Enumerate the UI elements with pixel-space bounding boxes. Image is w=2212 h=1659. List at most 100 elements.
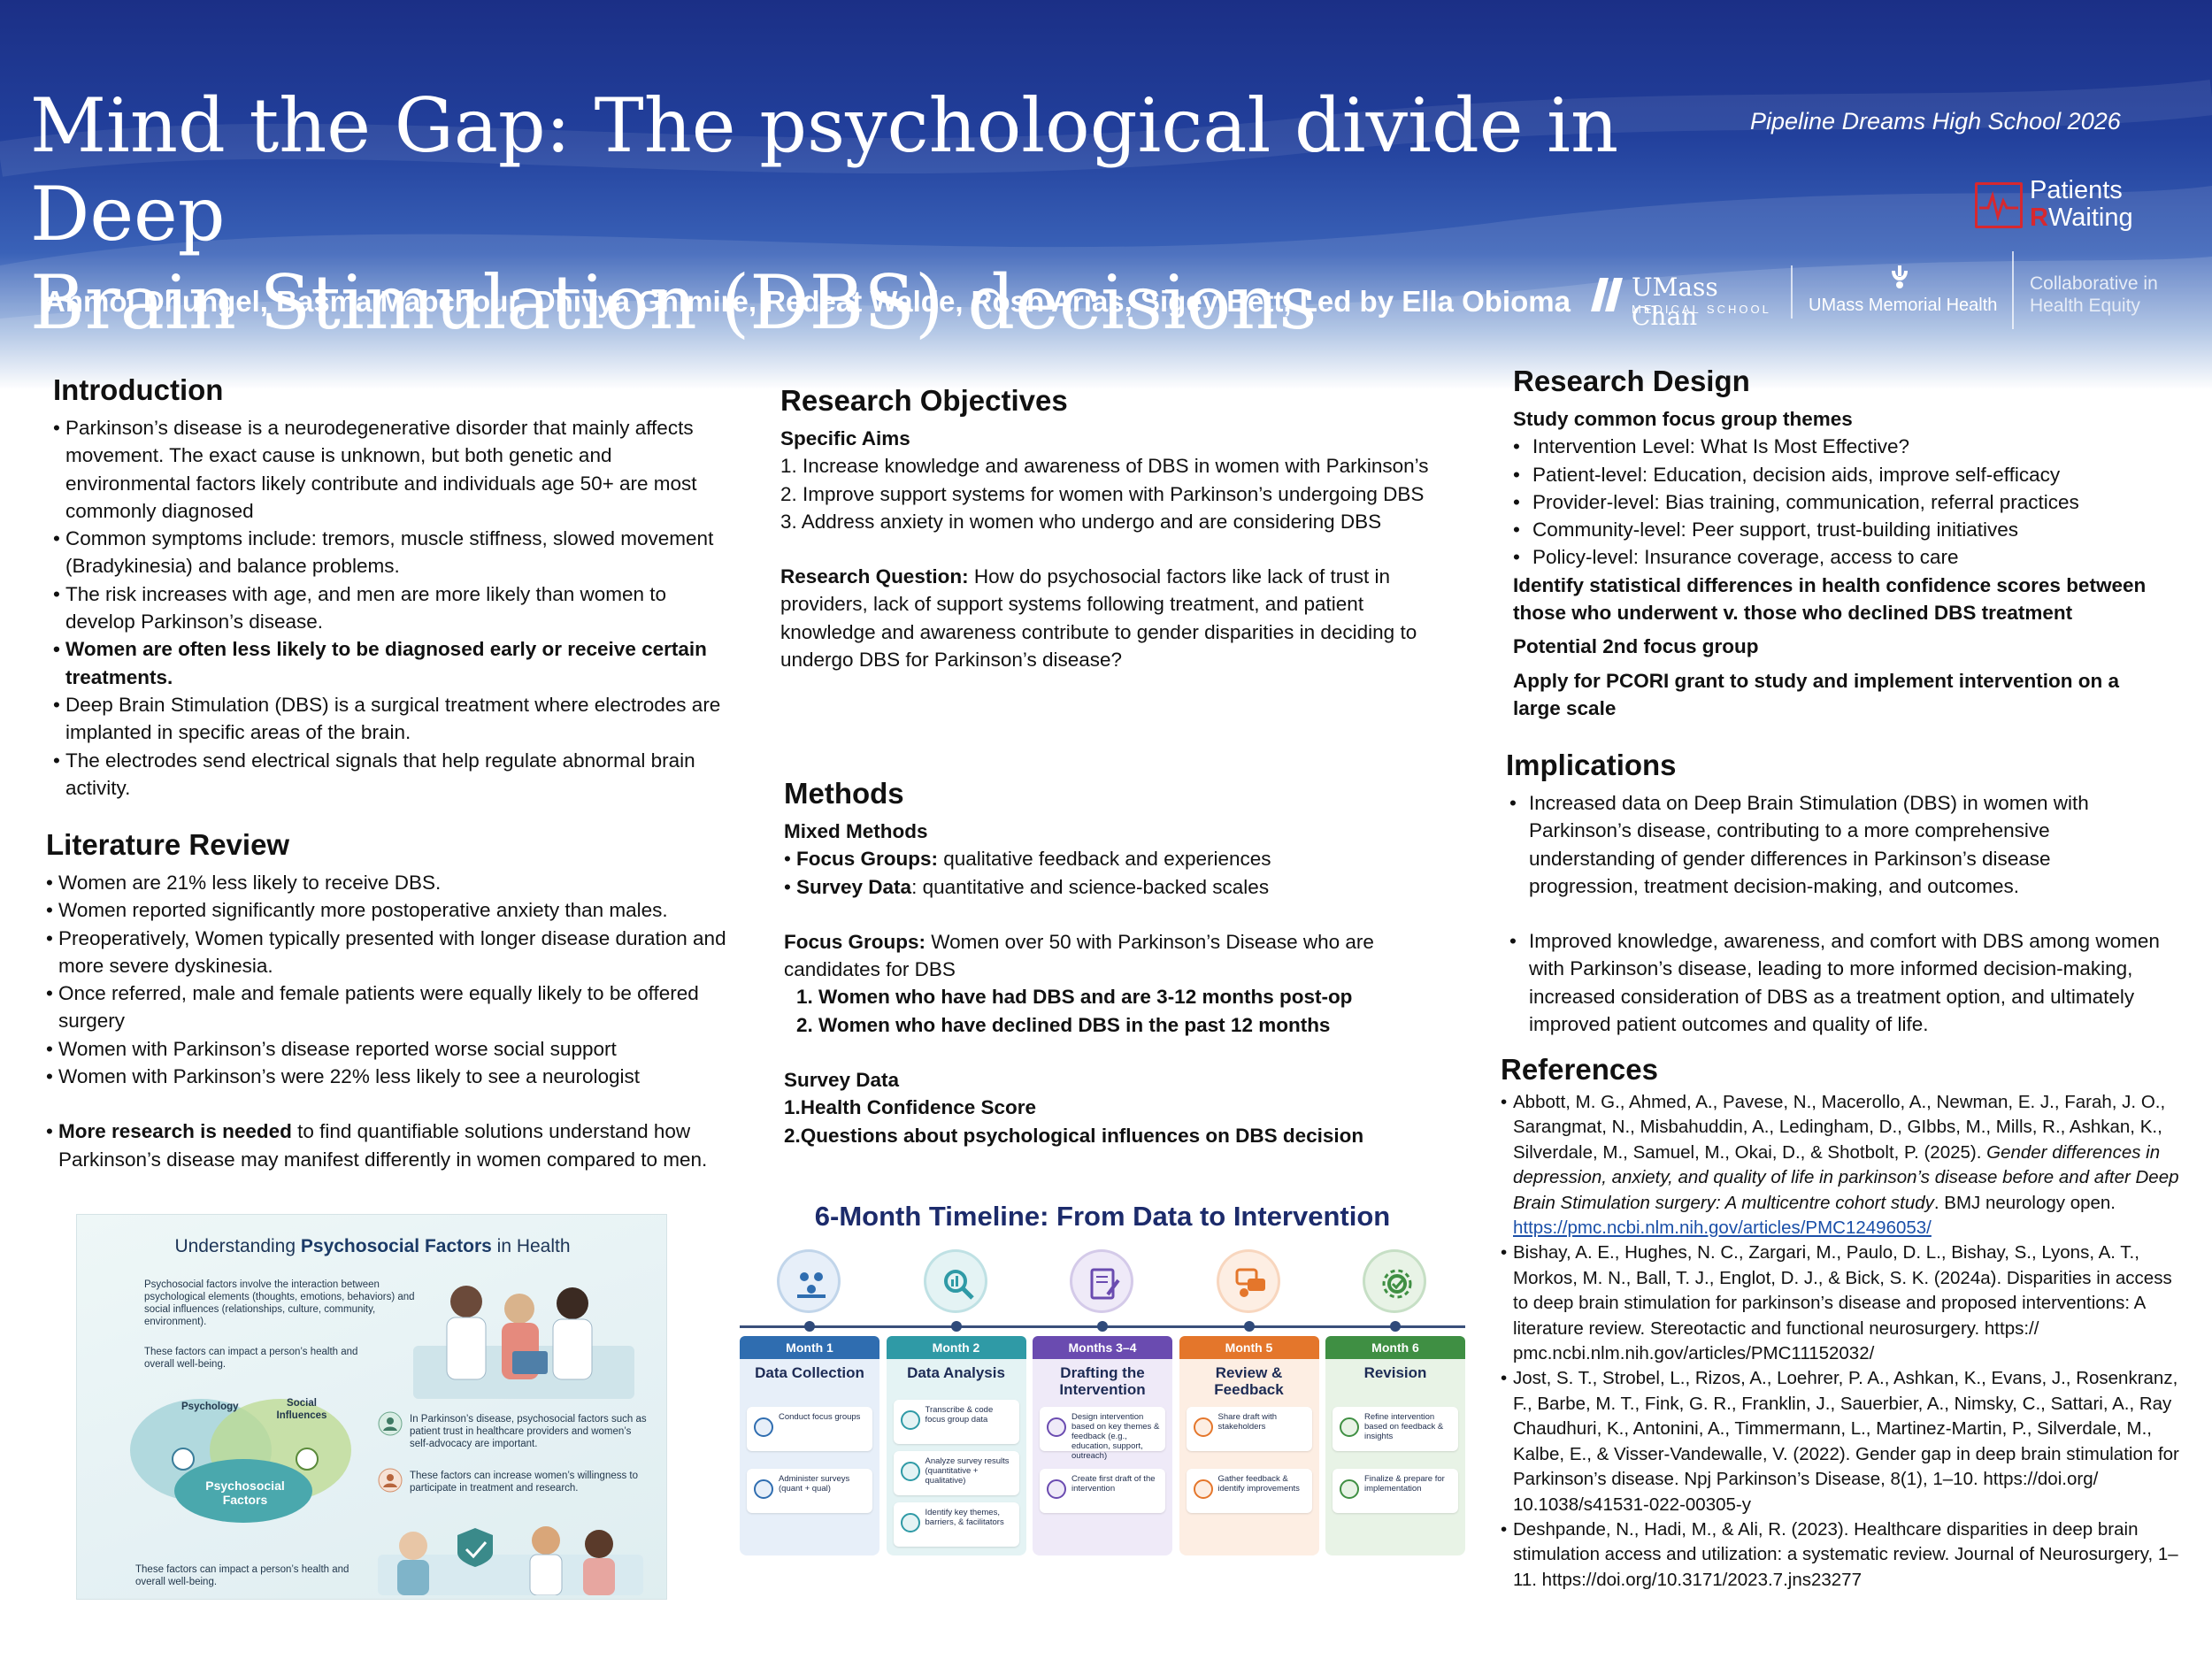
timeline-card	[1325, 1359, 1465, 1555]
literature-list: Women are 21% less likely to receive DBS…	[46, 869, 736, 1173]
introduction-section: Introduction Parkinson’s disease is a ne…	[53, 373, 726, 802]
timeline-task: Create first draft of the intervention	[1040, 1469, 1165, 1513]
timeline-step-title: Review & Feedback	[1214, 1364, 1284, 1398]
figure-bottom-text: These factors can impact a person’s heal…	[135, 1564, 349, 1587]
participation-icon	[378, 1468, 403, 1493]
umass-memorial-logo: UMass Memorial Health	[1809, 264, 1997, 317]
list-item: Community-level: Peer support, trust-bui…	[1509, 516, 2150, 544]
list-item: Parkinson’s disease is a neurodegenerati…	[53, 414, 726, 525]
methods-heading: Methods	[784, 777, 904, 810]
timeline-step-icon	[777, 1249, 841, 1313]
task-icon	[1193, 1479, 1213, 1499]
timeline-card	[1179, 1359, 1319, 1555]
timeline-task: Finalize & prepare for implementation	[1333, 1469, 1458, 1513]
literature-review-section: Literature Review Women are 21% less lik…	[46, 828, 736, 1173]
task-text: Create first draft of the intervention	[1071, 1474, 1156, 1494]
umass-chan-mark-icon	[1591, 278, 1623, 311]
statistical-aim: Identify statistical differences in heal…	[1513, 573, 2147, 625]
research-design-section: Research Design Study common focus group…	[1513, 365, 2150, 722]
list-item: Deep Brain Stimulation (DBS) is a surgic…	[53, 691, 726, 747]
timeline-task: Gather feedback & identify improvements	[1186, 1469, 1312, 1513]
timeline-step-icon	[1363, 1249, 1426, 1313]
references-section: References Abbott, M. G., Ahmed, A., Pav…	[1501, 1053, 2191, 1593]
pcori-grant: Apply for PCORI grant to study and imple…	[1513, 669, 2120, 719]
heartbeat-icon	[1975, 182, 2023, 228]
umass-memorial-mark-icon	[1892, 265, 1908, 288]
timeline-step-icon	[1216, 1249, 1280, 1313]
timeline-step-title: Revision	[1363, 1364, 1427, 1381]
task-text: Refine intervention based on feedback & …	[1364, 1412, 1444, 1441]
timeline-task: Administer surveys (quant + qual)	[747, 1469, 872, 1513]
patients-waiting-text: Patients RWaiting	[2030, 176, 2133, 232]
research-objectives-section: Research Objectives Specific Aims 1. Inc…	[780, 384, 1435, 673]
figure-impact-text: These factors can impact a person’s heal…	[144, 1347, 358, 1370]
task-icon	[754, 1417, 773, 1437]
venn-social-label: Social Influences	[276, 1398, 327, 1421]
references-heading: References	[1501, 1053, 1658, 1086]
patient-care-illustration	[378, 1526, 643, 1595]
list-item: Patient-level: Education, decision aids,…	[1509, 461, 2150, 489]
implications-section: Implications Increased data on Deep Brai…	[1506, 749, 2161, 1038]
title-line-1: Mind the Gap: The psychological divide i…	[30, 82, 1619, 257]
figure-title: Understanding Psychosocial Factors in He…	[174, 1236, 571, 1256]
timeline-title: 6-Month Timeline: From Data to Intervent…	[814, 1201, 1391, 1232]
list-item: Intervention Level: What Is Most Effecti…	[1509, 433, 2150, 461]
task-icon	[900, 1462, 920, 1481]
task-text: Conduct focus groups	[779, 1412, 861, 1422]
timeline-dot	[950, 1321, 962, 1332]
venn-psychology-label: Psychology	[181, 1402, 239, 1412]
task-icon	[754, 1479, 773, 1499]
parkinsons-psychosocial-text: In Parkinson’s disease, psychosocial fac…	[410, 1414, 647, 1449]
task-text: Finalize & prepare for implementation	[1364, 1474, 1445, 1494]
references-list: Abbott, M. G., Ahmed, A., Pavese, N., Ma…	[1501, 1090, 2191, 1593]
participation-text: These factors can increase women’s willi…	[410, 1471, 639, 1494]
implications-heading: Implications	[1506, 749, 1677, 781]
timeline-step-icon	[923, 1249, 987, 1313]
timeline-dot	[1243, 1321, 1255, 1332]
research-question: Research Question: How do psychosocial f…	[780, 565, 1417, 672]
timeline-month-label: Month 5	[1179, 1336, 1319, 1359]
timeline-month-label: Month 6	[1325, 1336, 1465, 1359]
focus-group-description: Focus Groups: Women over 50 with Parkins…	[784, 930, 1374, 981]
list-item: 1. Increase knowledge and awareness of D…	[780, 455, 1429, 478]
task-text: Administer surveys (quant + qual)	[779, 1474, 850, 1494]
task-icon	[1047, 1479, 1066, 1499]
introduction-list: Parkinson’s disease is a neurodegenerati…	[53, 414, 726, 802]
poster-title: Mind the Gap: The psychological divide i…	[30, 81, 1711, 347]
timeline-card	[1033, 1359, 1172, 1555]
timeline-dot	[804, 1321, 815, 1332]
reference-item: Bishay, A. E., Hughes, N. C., Zargari, M…	[1501, 1240, 2191, 1366]
clinician-illustration	[413, 1286, 634, 1399]
task-text: Transcribe & code focus group data	[925, 1405, 994, 1425]
reference-link[interactable]: https://pmc.ncbi.nlm.nih.gov/articles/PM…	[1513, 1217, 1932, 1239]
task-text: Gather feedback & identify improvements	[1217, 1474, 1300, 1494]
timeline-month-label: Months 3–4	[1033, 1336, 1172, 1359]
list-item: 1. Women who have had DBS and are 3-12 m…	[796, 986, 1353, 1009]
timeline-card	[740, 1359, 879, 1555]
list-item: The electrodes send electrical signals t…	[53, 747, 726, 803]
list-item: Women are often less likely to be diagno…	[53, 635, 726, 691]
task-icon	[1193, 1417, 1213, 1437]
implications-list: Increased data on Deep Brain Stimulation…	[1506, 789, 2161, 1038]
venn-diagram	[130, 1399, 351, 1523]
logo-divider	[1791, 265, 1793, 319]
methods-section: Methods Mixed Methods Focus Groups: qual…	[784, 777, 1439, 1149]
focus-group-list: 1. Women who have had DBS and are 3-12 m…	[784, 983, 1439, 1039]
collaborative-health-equity-logo: Collaborative in Health Equity	[2030, 273, 2158, 316]
venn-center-label: Psychosocial Factors	[205, 1479, 285, 1507]
psychosocial-factors-figure: Understanding Psychosocial Factors in He…	[76, 1214, 667, 1600]
list-item: Once referred, male and female patients …	[46, 979, 736, 1035]
timeline-task: Identify key themes, barriers, & facilit…	[893, 1502, 1019, 1547]
timeline-task: Transcribe & code focus group data	[893, 1400, 1019, 1444]
trust-icon	[378, 1411, 403, 1436]
task-icon	[900, 1410, 920, 1430]
timeline-task: Conduct focus groups	[747, 1407, 872, 1451]
list-item: Common symptoms include: tremors, muscle…	[53, 525, 726, 580]
design-heading: Research Design	[1513, 365, 1750, 397]
reference-item: Deshpande, N., Hadi, M., & Ali, R. (2023…	[1501, 1517, 2191, 1593]
header-wave-decoration	[0, 80, 2212, 389]
list-item: Provider-level: Bias training, communica…	[1509, 488, 2150, 517]
methods-list: Focus Groups: qualitative feedback and e…	[784, 845, 1439, 901]
